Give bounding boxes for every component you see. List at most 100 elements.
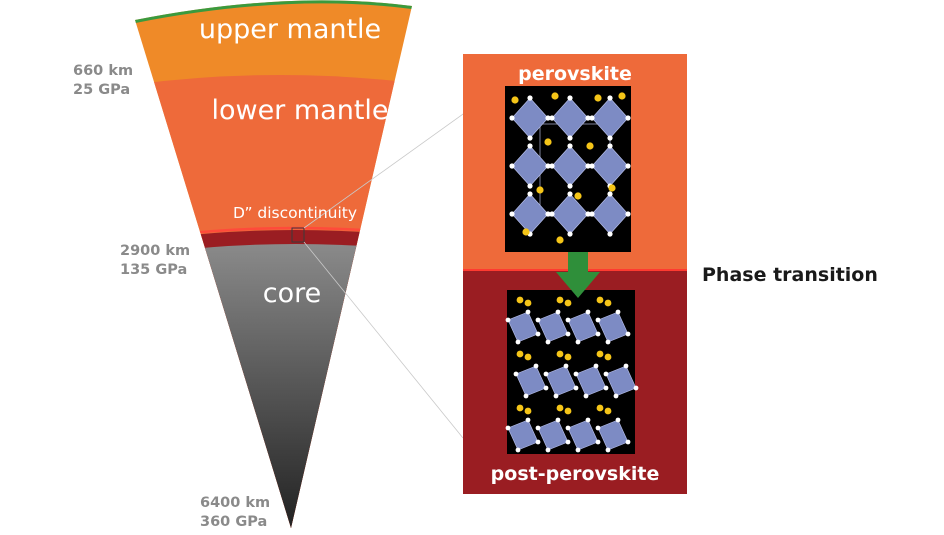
depth-2900-km: 2900 km <box>120 243 191 259</box>
oxygen-atom <box>509 211 515 217</box>
cation-atom <box>604 407 612 415</box>
oxygen-atom <box>513 371 519 377</box>
depth-2900-pressure: 135 GPa <box>120 262 188 278</box>
oxygen-atom <box>625 439 631 445</box>
oxygen-atom <box>583 393 589 399</box>
oxygen-atom <box>595 439 601 445</box>
depth-660-pressure: 25 GPa <box>73 82 131 98</box>
oxygen-atom <box>509 163 515 169</box>
oxygen-atom <box>565 317 571 323</box>
cation-atom <box>556 350 564 358</box>
oxygen-atom <box>585 309 591 315</box>
cation-atom <box>524 353 532 361</box>
oxygen-atom <box>567 95 573 101</box>
oxygen-atom <box>545 447 551 453</box>
oxygen-atom <box>607 95 613 101</box>
oxygen-atom <box>607 135 613 141</box>
oxygen-atom <box>567 191 573 197</box>
oxygen-atom <box>545 339 551 345</box>
oxygen-atom <box>549 163 555 169</box>
oxygen-atom <box>589 211 595 217</box>
oxygen-atom <box>593 363 599 369</box>
oxygen-atom <box>505 317 511 323</box>
oxygen-atom <box>549 115 555 121</box>
oxygen-atom <box>543 371 549 377</box>
oxygen-atom <box>575 339 581 345</box>
oxygen-atom <box>615 417 621 423</box>
oxygen-atom <box>527 95 533 101</box>
oxygen-atom <box>565 331 571 337</box>
oxygen-atom <box>567 135 573 141</box>
oxygen-atom <box>535 317 541 323</box>
cation-atom <box>604 353 612 361</box>
oxygen-atom <box>533 363 539 369</box>
cation-atom <box>516 296 524 304</box>
oxygen-atom <box>595 317 601 323</box>
cation-atom <box>556 404 564 412</box>
oxygen-atom <box>525 309 531 315</box>
oxygen-atom <box>585 211 591 217</box>
depth-660-km: 660 km <box>73 63 134 79</box>
oxygen-atom <box>535 331 541 337</box>
oxygen-atom <box>535 439 541 445</box>
cation-atom <box>556 296 564 304</box>
depth-660: 660 km 25 GPa <box>73 62 133 100</box>
oxygen-atom <box>567 183 573 189</box>
oxygen-atom <box>527 183 533 189</box>
post-perovskite-atoms <box>505 296 639 453</box>
post-perovskite-title: post-perovskite <box>490 463 660 485</box>
cation-atom <box>574 192 582 200</box>
cation-atom <box>596 296 604 304</box>
oxygen-atom <box>607 143 613 149</box>
oxygen-atom <box>523 393 529 399</box>
oxygen-atom <box>565 439 571 445</box>
oxygen-atom <box>625 331 631 337</box>
oxygen-atom <box>567 143 573 149</box>
oxygen-atom <box>543 385 549 391</box>
cation-atom <box>536 186 544 194</box>
oxygen-atom <box>607 231 613 237</box>
oxygen-atom <box>615 309 621 315</box>
d-layer-label: D” discontinuity <box>232 204 358 222</box>
oxygen-atom <box>589 115 595 121</box>
cation-atom <box>524 407 532 415</box>
depth-2900: 2900 km 135 GPa <box>120 242 190 280</box>
oxygen-atom <box>567 231 573 237</box>
oxygen-atom <box>545 211 551 217</box>
sample-marker <box>291 227 305 243</box>
cation-atom <box>564 299 572 307</box>
oxygen-atom <box>585 115 591 121</box>
core-label: core <box>262 278 322 309</box>
upper-mantle-label: upper mantle <box>198 14 382 45</box>
oxygen-atom <box>563 363 569 369</box>
oxygen-atom <box>565 425 571 431</box>
oxygen-atom <box>515 447 521 453</box>
cation-atom <box>564 353 572 361</box>
oxygen-atom <box>605 447 611 453</box>
zoom-line-bottom <box>303 241 464 439</box>
phase-transition-label: Phase transition <box>702 264 878 286</box>
cation-atom <box>522 228 530 236</box>
cation-atom <box>618 92 626 100</box>
lower-mantle-label: lower mantle <box>211 95 389 126</box>
oxygen-atom <box>527 135 533 141</box>
cation-atom <box>551 92 559 100</box>
depth-6400-pressure: 360 GPa <box>200 514 268 530</box>
oxygen-atom <box>605 339 611 345</box>
oxygen-atom <box>573 371 579 377</box>
oxygen-atom <box>595 331 601 337</box>
oxygen-atom <box>625 115 631 121</box>
oxygen-atom <box>603 371 609 377</box>
oxygen-atom <box>505 425 511 431</box>
oxygen-atom <box>555 417 561 423</box>
transition-arrow <box>556 252 600 298</box>
depth-6400-km: 6400 km <box>200 495 271 511</box>
oxygen-atom <box>573 385 579 391</box>
oxygen-atom <box>589 163 595 169</box>
cation-atom <box>594 94 602 102</box>
cation-atom <box>524 299 532 307</box>
oxygen-atom <box>545 163 551 169</box>
oxygen-atom <box>545 115 551 121</box>
